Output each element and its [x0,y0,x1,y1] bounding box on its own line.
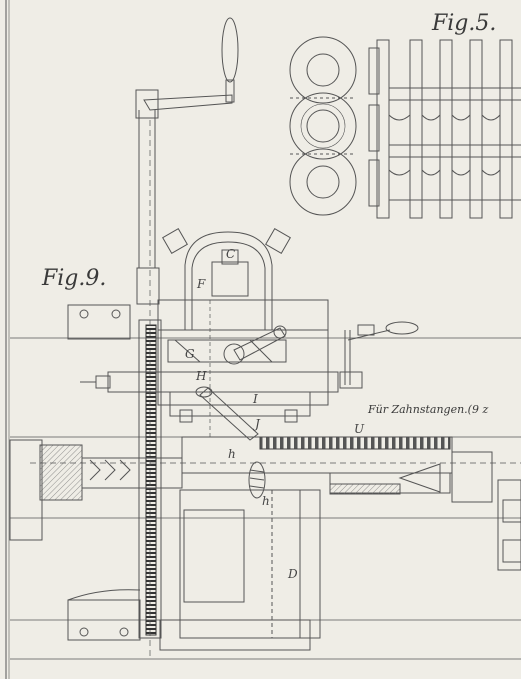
fig5-drawing [289,36,521,219]
horizontal-rack-teeth [259,436,451,450]
label-h: H [195,369,207,383]
label-i: I [252,392,258,406]
label-g: G [185,347,195,361]
reference-lines [10,120,521,660]
label-j: J [252,417,261,431]
label-u: U [354,422,365,436]
fig9-drawing [9,17,521,651]
fig5-caption: Fig.5. [431,11,496,36]
label-f: F [196,277,206,291]
vertical-rack [145,324,157,636]
rack-annotation: Für Zahnstangen.(9 z [367,403,488,416]
label-h-worm-lower: h [262,494,270,508]
label-d: D [287,567,298,581]
label-h-worm-upper: h [228,447,236,461]
label-c: C [226,247,235,261]
fig9-caption: Fig.9. [41,266,106,291]
